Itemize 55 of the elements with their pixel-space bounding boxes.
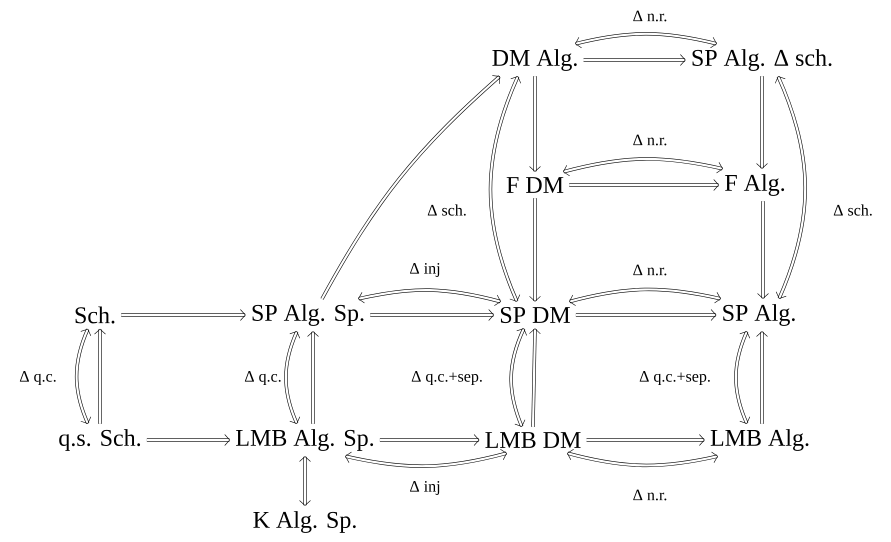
double-arrow	[146, 434, 230, 446]
double-arrow	[756, 331, 768, 424]
edge-label: Δ q.c.+sep.	[410, 370, 484, 386]
edge-label: Δ n.r.	[632, 134, 668, 146]
double-arrow	[569, 179, 720, 191]
statement-label: SP Alg. Sp.	[252, 304, 364, 326]
statement-label: Sch.	[76, 306, 114, 324]
double-arrow	[757, 201, 769, 299]
double-arrow	[774, 76, 807, 299]
statement-label: DM Alg.	[492, 49, 577, 71]
edge-label: Δ q.c.+sep.	[638, 370, 712, 386]
double-arrow	[586, 434, 705, 446]
statement-label: SP Alg.	[723, 304, 795, 326]
double-arrow	[74, 328, 92, 424]
statement-label: LMB Alg.	[710, 429, 808, 451]
double-arrow	[380, 434, 480, 446]
edge-label: Δ n.r.	[632, 10, 668, 22]
double-arrow	[529, 328, 541, 427]
double-arrow	[575, 32, 717, 48]
statement-label: SP DM	[500, 306, 570, 324]
statement-label: SP Alg. Δ sch.	[692, 49, 832, 71]
edge-label: Δ sch.	[832, 203, 874, 217]
edge-label: Δ inj	[408, 262, 442, 278]
double-arrow	[320, 75, 501, 300]
double-arrow	[299, 456, 311, 506]
edge-label: Δ q.c.	[243, 370, 283, 386]
edge-label: Δ q.c.	[18, 370, 58, 386]
double-arrow	[569, 288, 721, 306]
double-arrow	[509, 328, 527, 427]
double-arrow	[529, 198, 541, 302]
double-arrow	[121, 309, 246, 321]
double-arrow	[370, 309, 494, 321]
double-arrow	[567, 448, 718, 468]
double-arrow	[358, 288, 501, 306]
double-arrow	[584, 54, 686, 66]
double-arrow	[734, 331, 750, 424]
double-arrow	[488, 76, 522, 302]
statement-label: F Alg.	[725, 174, 784, 196]
double-arrow	[284, 331, 300, 424]
statement-label: K Alg. Sp.	[253, 511, 356, 533]
double-arrow	[345, 448, 507, 468]
edge-label: Δ sch.	[426, 203, 468, 217]
double-arrow	[307, 331, 319, 424]
statement-label: LMB DM	[485, 432, 581, 448]
edge-label: Δ n.r.	[632, 488, 668, 502]
statement-label: LMB Alg. Sp.	[236, 429, 374, 451]
double-arrow	[756, 76, 768, 169]
double-arrow	[94, 328, 106, 424]
statement-label: q.s. Sch.	[59, 429, 140, 451]
statement-label: F DM	[506, 177, 564, 193]
double-arrow	[563, 157, 723, 176]
double-arrow	[576, 309, 716, 321]
edge-label: Δ n.r.	[632, 264, 668, 276]
double-arrow	[529, 76, 541, 172]
edge-label: Δ inj	[408, 480, 442, 496]
